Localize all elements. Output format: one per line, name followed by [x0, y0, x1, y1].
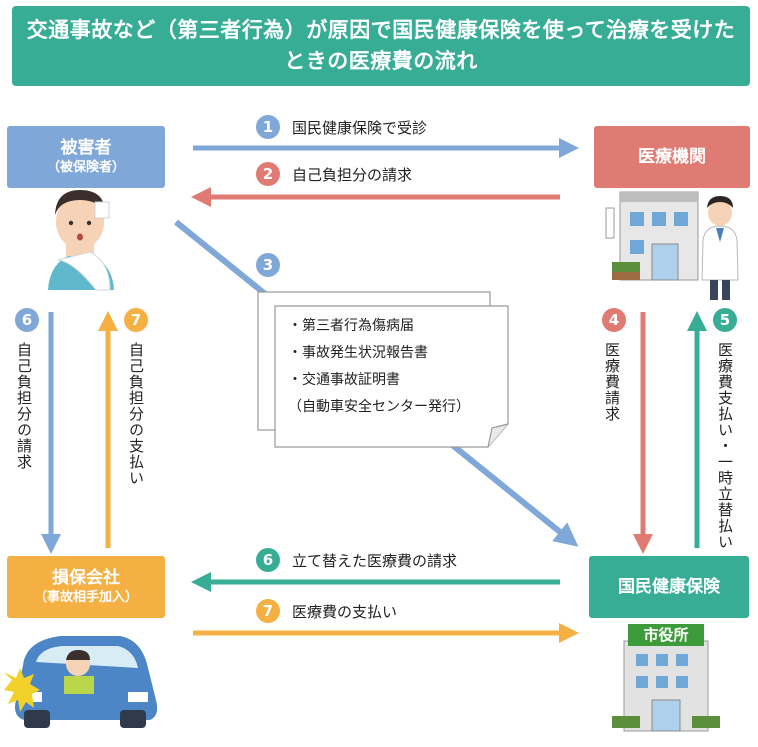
car-accident-illustration — [4, 636, 158, 728]
diagram-title: 交通事故など（第三者行為）が原因で国民健康保険を使って治療を受けた ときの医療費… — [12, 6, 750, 86]
step-7b-badge: 7 — [256, 599, 280, 623]
insurer-sublabel: （事故相手加入） — [33, 590, 138, 605]
document-item-2: ・事故発生状況報告書 — [288, 345, 428, 361]
title-line-1: 交通事故など（第三者行為）が原因で国民健康保険を使って治療を受けた — [26, 18, 736, 42]
title-line-2: ときの医療費の流れ — [284, 49, 478, 73]
step-1-badge: 1 — [256, 115, 280, 139]
node-hospital: 医療機関 — [594, 126, 750, 188]
document-item-1: ・第三者行為傷病届 — [288, 318, 414, 334]
city-hall-illustration — [612, 624, 720, 732]
step-6b-label: 立て替えた医療費の請求 — [292, 552, 458, 570]
node-nhi: 国民健康保険 — [589, 556, 749, 618]
step-5-badge: 5 — [713, 308, 737, 332]
step-3-badge: 3 — [256, 253, 280, 277]
document-list: ・第三者行為傷病届 ・事故発生状況報告書 ・交通事故証明書 （自動車安全センター… — [288, 313, 470, 421]
hospital-label: 医療機関 — [638, 147, 706, 167]
step-7a-badge: 7 — [124, 308, 148, 332]
victim-label: 被害者 — [60, 138, 112, 158]
step-2-label: 自己負担分の請求 — [292, 166, 413, 184]
node-insurer: 損保会社 （事故相手加入） — [7, 556, 165, 618]
document-note: （自動車安全センター発行） — [288, 399, 470, 415]
nhi-label: 国民健康保険 — [618, 577, 720, 597]
node-victim: 被害者 （被保険者） — [7, 126, 165, 188]
step-2-badge: 2 — [256, 162, 280, 186]
insurer-label: 損保会社 — [52, 568, 120, 588]
hospital-illustration — [605, 191, 739, 300]
step-6a-badge: 6 — [15, 308, 39, 332]
step-6b-badge: 6 — [256, 548, 280, 572]
document-item-3: ・交通事故証明書 — [288, 372, 400, 388]
step-7b-label: 医療費の支払い — [292, 603, 398, 621]
step-4-label: 医療費請求 — [603, 342, 621, 422]
document-stack — [257, 291, 509, 448]
victim-sublabel: （被保険者） — [46, 160, 125, 175]
injured-patient-illustration — [48, 190, 114, 291]
step-7a-label: 自己負担分の支払い — [127, 342, 145, 486]
step-4-badge: 4 — [602, 308, 626, 332]
step-5-label: 医療費支払い・一時立替払い — [716, 342, 734, 550]
step-6a-label: 自己負担分の請求 — [15, 342, 33, 470]
city-hall-sign: 市役所 — [643, 626, 689, 644]
step-1-label: 国民健康保険で受診 — [292, 119, 428, 137]
